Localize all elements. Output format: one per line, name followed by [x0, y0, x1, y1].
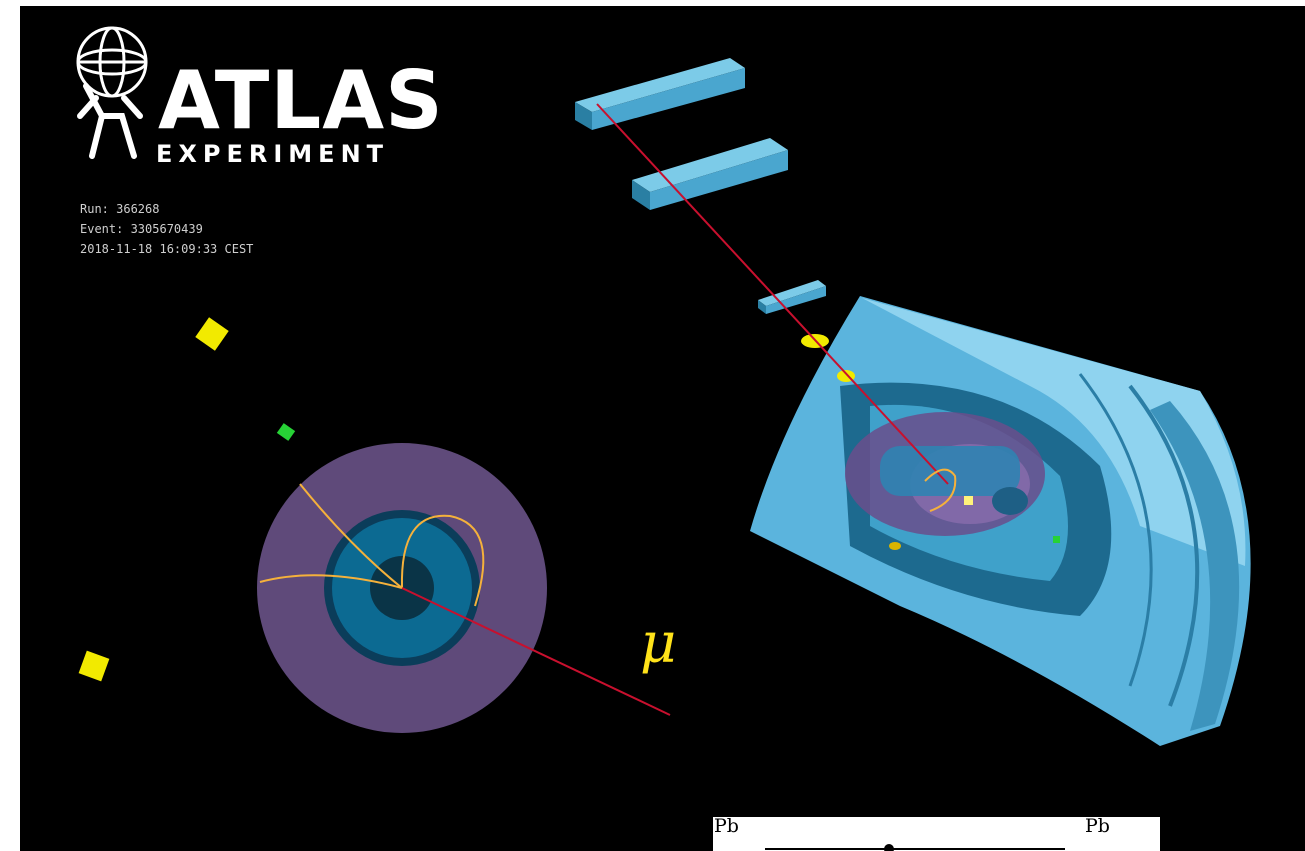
energy-deposit [195, 317, 229, 351]
inner-detector-cylinder [845, 412, 1045, 536]
muon-track-side-view [596, 103, 949, 485]
muon-track-end-view [401, 587, 671, 716]
energy-deposit [78, 650, 110, 682]
atlas-logo-wordmark: ATLAS [158, 54, 444, 147]
energy-deposit [889, 542, 901, 550]
event-display-scene [76, 26, 1251, 746]
event-number: Event: 3305670439 [80, 222, 203, 236]
pb-right-label: Pb [1085, 817, 1110, 837]
feynman-diagram-snippet: Pb Pb [713, 817, 1160, 851]
muon-chamber-middle [632, 138, 788, 210]
muon-chamber-top [575, 58, 745, 130]
energy-deposit [964, 496, 973, 505]
event-display: ATLAS EXPERIMENT Run: 366268 Event: 3305… [20, 6, 1305, 851]
muon-chamber-small [758, 280, 826, 314]
track-end-view [400, 514, 485, 607]
event-datetime: 2018-11-18 16:09:33 CEST [80, 242, 254, 256]
muon-label: μ [640, 611, 677, 676]
atlas-logo-subtitle: EXPERIMENT [156, 140, 390, 168]
atlas-globe-icon [76, 26, 148, 159]
run-number: Run: 366268 [80, 202, 160, 216]
hit-green [276, 423, 296, 441]
track-end-view [299, 483, 403, 589]
track-end-view [259, 574, 403, 589]
diagram-lines [765, 844, 1065, 851]
pb-left-label: Pb [714, 817, 739, 837]
hit-green [1053, 536, 1060, 543]
track-side-view [924, 468, 957, 512]
